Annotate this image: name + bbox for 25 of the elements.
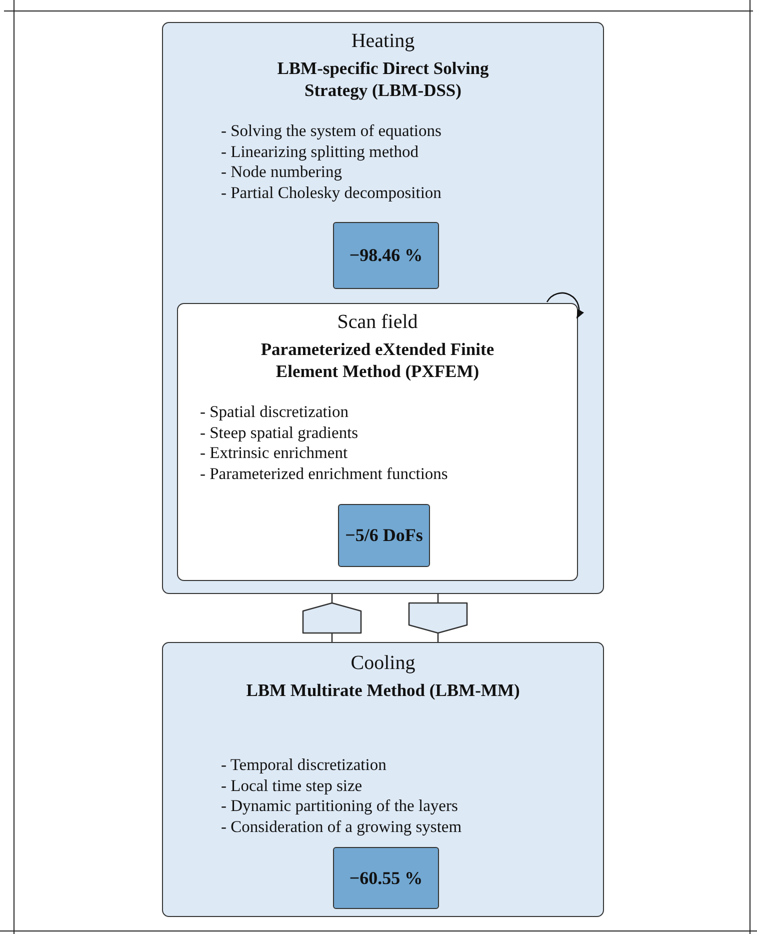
- bullet-item: - Solving the system of equations: [221, 121, 442, 142]
- bullet-item: - Temporal discretization: [221, 755, 386, 776]
- bullet-item: - Partial Cholesky decomposition: [221, 182, 442, 203]
- loop-arrow: [546, 292, 584, 319]
- stage-heading: Cooling: [350, 651, 416, 675]
- method-title: LBM-specific Direct Solving Strategy (LBM-DSS): [276, 57, 490, 101]
- result-box: −60.55 %: [333, 847, 439, 909]
- bullet-item: - Extrinsic enrichment: [200, 443, 348, 464]
- method-title: Parameterized eXtended Finite Element Method (PXFEM): [260, 338, 496, 382]
- stage-heading: Scan field: [336, 310, 419, 334]
- bullet-item: - Dynamic partitioning of the layers: [221, 796, 458, 816]
- bullet-item: - Local time step size: [221, 776, 362, 796]
- stage-box: [162, 22, 604, 594]
- stage-box: [162, 642, 604, 917]
- result-box: −98.46 %: [333, 222, 439, 289]
- stage-heading: Heating: [350, 29, 416, 53]
- bullet-item: - Linearizing splitting method: [221, 142, 419, 162]
- bullet-item: - Parameterized enrichment functions: [200, 464, 448, 484]
- result-box: −5/6 DoFs: [338, 504, 430, 567]
- stage-box: [177, 303, 578, 581]
- method-title: LBM Multirate Method (LBM-MM): [245, 679, 521, 701]
- bullet-item: - Steep spatial gradients: [200, 422, 358, 443]
- bullet-item: - Spatial discretization: [200, 402, 348, 422]
- bullet-item: - Node numbering: [221, 162, 342, 182]
- bullet-item: - Consideration of a growing system: [221, 816, 462, 837]
